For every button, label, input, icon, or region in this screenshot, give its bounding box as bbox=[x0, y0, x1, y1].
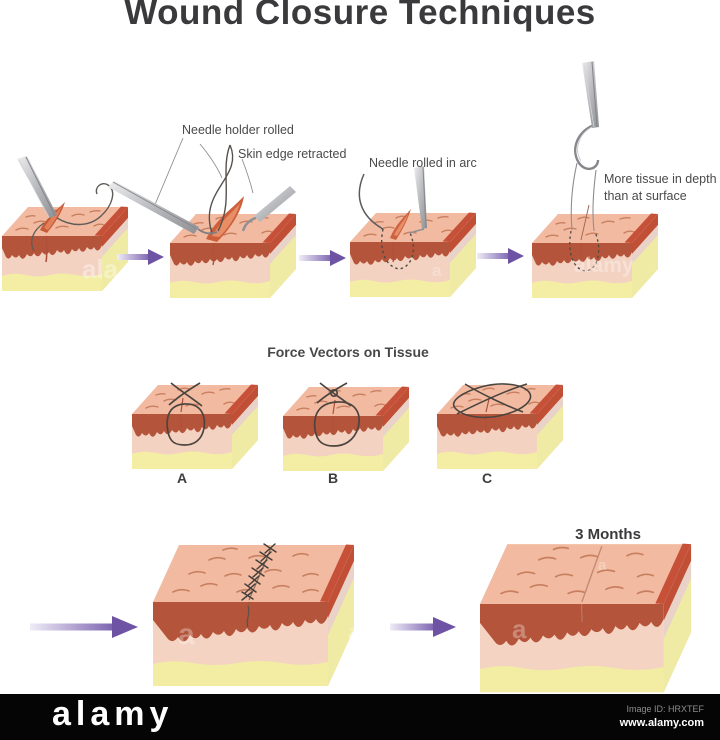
watermark-text: a bbox=[432, 261, 442, 280]
label-3-months: 3 Months bbox=[575, 526, 641, 543]
alamy-url-text: www.alamy.com bbox=[619, 716, 704, 729]
watermark-text: alamy bbox=[574, 254, 634, 277]
watermark-text: a bbox=[512, 614, 527, 644]
page-title: Wound Closure Techniques bbox=[124, 0, 596, 32]
image-id-text: Image ID: HRXTEF bbox=[626, 704, 704, 714]
step2-skin-edge-retracted bbox=[108, 144, 297, 299]
step1-needle-holder-rolled bbox=[1, 156, 129, 292]
label-needle-rolled-in-arc: Needle rolled in arc bbox=[369, 156, 477, 170]
flow-arrow-icon bbox=[117, 249, 164, 265]
sutured-wound-block bbox=[152, 543, 355, 687]
label-more-tissue: More tissue in depth than at surface bbox=[604, 171, 717, 205]
flow-arrow-icon bbox=[299, 250, 346, 266]
watermark-text: a bbox=[178, 618, 195, 651]
label-needle-holder-rolled: Needle holder rolled bbox=[182, 123, 294, 137]
force-block-b bbox=[282, 382, 410, 472]
label-block-c: C bbox=[481, 470, 493, 486]
flow-arrow-icon bbox=[477, 248, 524, 264]
alamy-meta: Image ID: HRXTEF www.alamy.com bbox=[620, 704, 704, 730]
watermark-text: a bbox=[598, 557, 607, 574]
alamy-watermark-bar: alamy Image ID: HRXTEF www.alamy.com bbox=[0, 694, 720, 740]
label-block-b: B bbox=[327, 470, 339, 486]
flow-arrow-icon bbox=[30, 616, 138, 638]
watermark-text: ala bbox=[82, 254, 119, 284]
label-skin-edge-retracted: Skin edge retracted bbox=[238, 147, 347, 161]
label-more-tissue-line2: than at surface bbox=[604, 189, 687, 203]
force-block-c bbox=[436, 383, 564, 470]
watermark-text: a bbox=[348, 619, 362, 646]
label-more-tissue-line1: More tissue in depth bbox=[604, 172, 717, 186]
healed-scar-block bbox=[479, 542, 692, 694]
label-block-a: A bbox=[176, 470, 188, 486]
step4-more-tissue-depth bbox=[531, 61, 659, 299]
watermark-overlays: ala a alamy a a a a bbox=[82, 254, 634, 651]
flow-arrow-icon bbox=[390, 617, 456, 637]
leader-lines bbox=[153, 137, 254, 208]
alamy-logo: alamy bbox=[52, 694, 174, 733]
step3-needle-rolled-in-arc bbox=[349, 166, 477, 298]
force-block-a bbox=[131, 382, 259, 470]
force-vectors-heading: Force Vectors on Tissue bbox=[267, 344, 429, 360]
